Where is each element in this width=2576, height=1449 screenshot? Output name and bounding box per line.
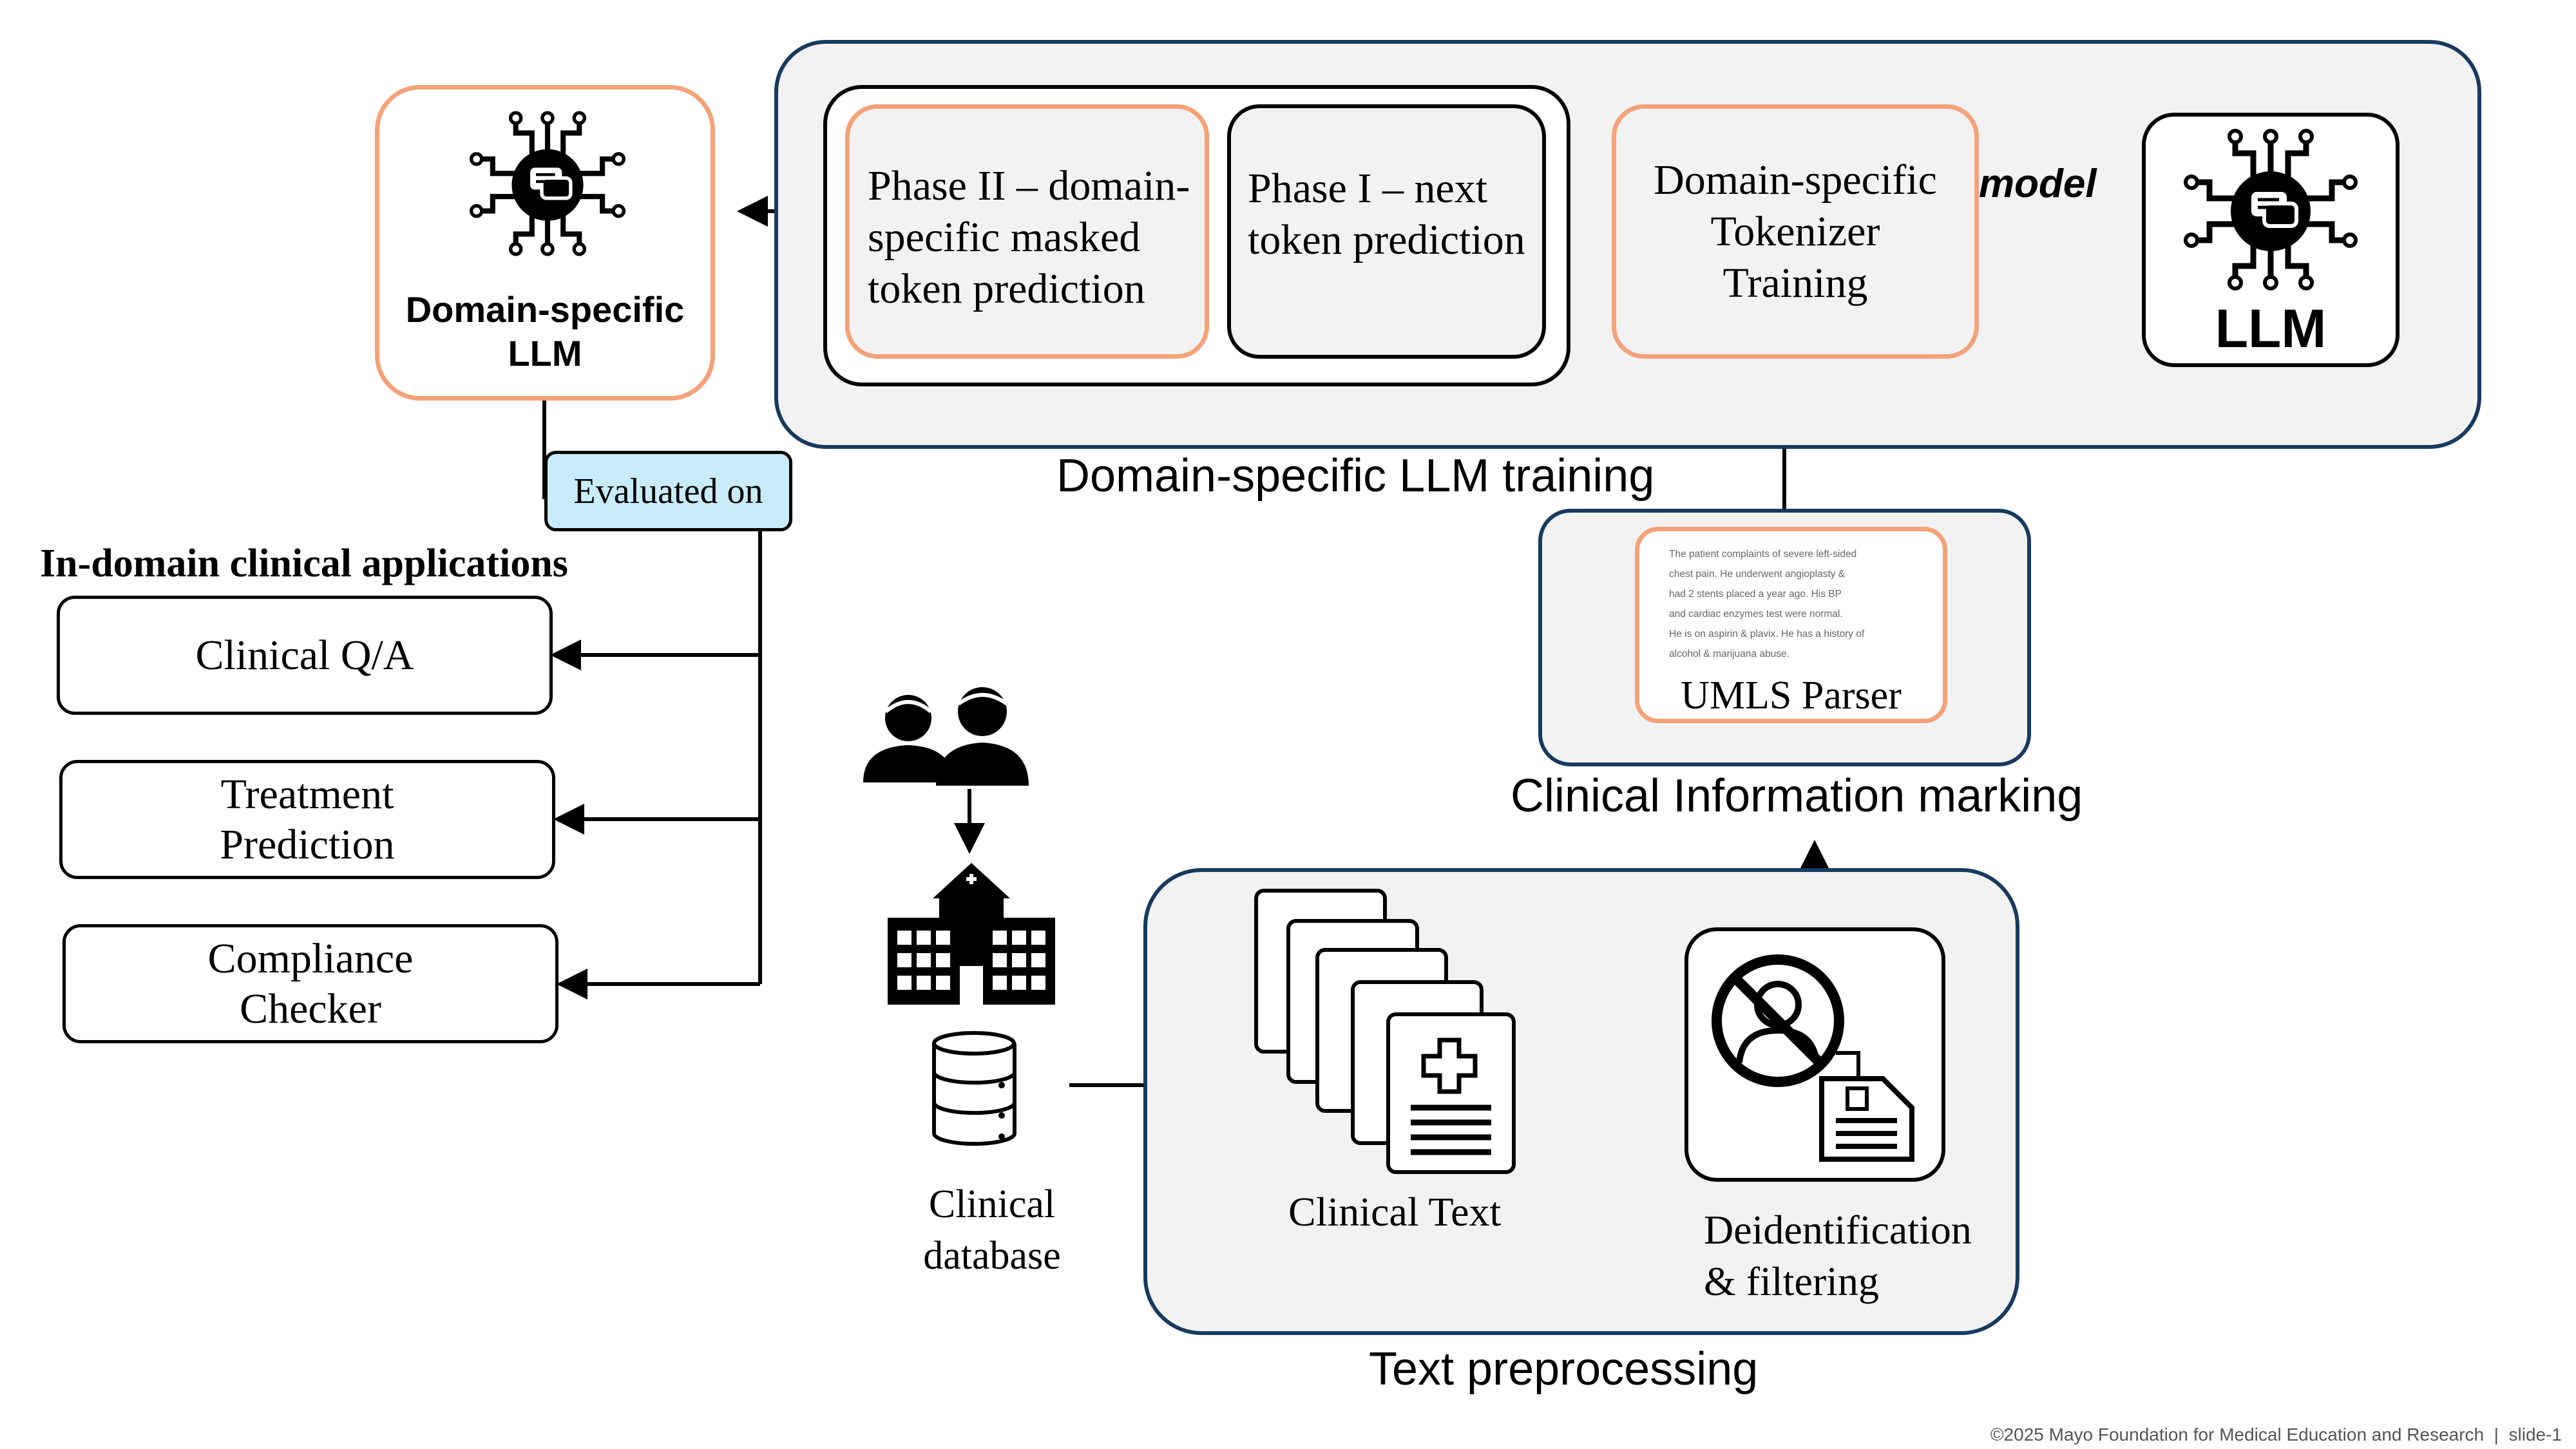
clinical-info-section-label: Clinical Information marking xyxy=(1511,770,2083,822)
text-preprocessing-section-label: Text preprocessing xyxy=(1369,1343,1759,1395)
database-icon xyxy=(931,1030,1018,1146)
domain-llm-icon xyxy=(464,106,631,261)
deidentification-icon xyxy=(1707,950,1926,1162)
footer-copyright: ©2025 Mayo Foundation for Medical Educat… xyxy=(1990,1425,2562,1444)
users-icon xyxy=(860,686,1044,789)
app-clinical-qa-label: Clinical Q/A xyxy=(195,631,414,679)
phase1-box: Phase I – next token prediction xyxy=(1227,104,1546,359)
umls-parser-box: The patient complaints of severe left-si… xyxy=(1635,527,1947,723)
umls-sample-line: alcohol & marijuana abuse. xyxy=(1669,649,1789,659)
phase1-label: Phase I – next token prediction xyxy=(1248,165,1525,263)
domain-llm-label: Domain-specific LLM xyxy=(405,289,685,374)
umls-sample-line: chest pain. He underwent angioplasty & xyxy=(1669,569,1846,580)
tokenizer-box: Domain-specific Tokenizer Training xyxy=(1612,104,1979,359)
model-label: model xyxy=(1979,162,2097,206)
umls-parser-label: UMLS Parser xyxy=(1681,673,1902,717)
applications-heading: In-domain clinical applications xyxy=(40,542,568,585)
hospital-icon xyxy=(888,863,1055,1005)
deidentification-label: Deidentification & filtering xyxy=(1704,1207,1972,1304)
evaluated-on-badge: Evaluated on xyxy=(544,451,792,531)
app-clinical-qa: Clinical Q/A xyxy=(57,596,553,715)
base-llm-label: LLM xyxy=(2215,298,2327,359)
umls-sample-line: The patient complaints of severe left-si… xyxy=(1669,549,1857,560)
app-treatment-prediction: Treatment Prediction xyxy=(59,760,555,879)
app-compliance-checker: Compliance Checker xyxy=(62,924,558,1043)
tokenizer-label: Domain-specific Tokenizer Training xyxy=(1654,156,1937,307)
clinical-text-stack-icon xyxy=(1227,886,1543,1175)
app-treatment-prediction-label: Treatment Prediction xyxy=(220,770,395,868)
base-llm-icon xyxy=(2177,128,2364,292)
phase2-box: Phase II – domain-specific masked token … xyxy=(845,104,1209,359)
llm-training-section-label: Domain-specific LLM training xyxy=(1056,450,1655,502)
database-label: Clinical database xyxy=(923,1182,1061,1278)
app-compliance-checker-label: Compliance Checker xyxy=(207,934,414,1032)
umls-sample-line: He is on aspirin & plavix. He has a hist… xyxy=(1669,629,1865,639)
umls-sample-text: The patient complaints of severe left-si… xyxy=(1669,544,1934,664)
phase2-label: Phase II – domain-specific masked token … xyxy=(868,162,1190,312)
umls-sample-line: had 2 stents placed a year ago. His BP xyxy=(1669,589,1842,600)
clinical-text-label: Clinical Text xyxy=(1288,1189,1502,1235)
umls-sample-line: and cardiac enzymes test were normal. xyxy=(1669,609,1843,620)
